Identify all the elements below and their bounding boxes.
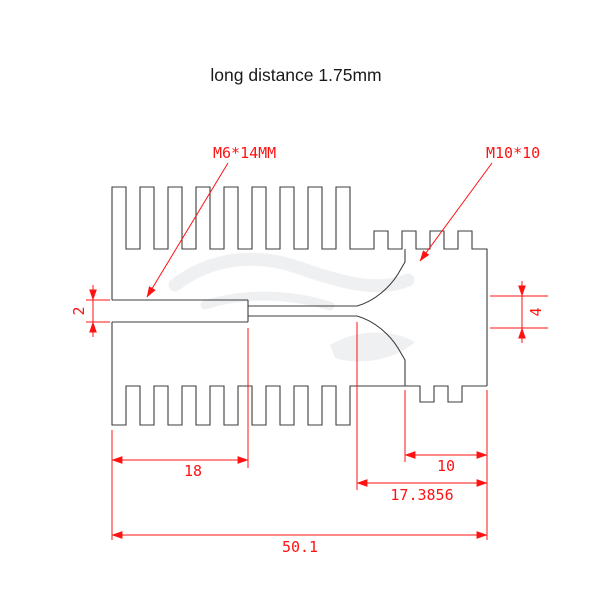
leader-m6 xyxy=(146,162,229,298)
watermark-swoosh xyxy=(200,291,335,311)
left-thread-label: M6*14MM xyxy=(213,144,276,162)
heatsink-bottom-profile xyxy=(111,322,487,426)
dim-right-bore-text: 4 xyxy=(527,307,545,316)
watermark xyxy=(168,252,415,362)
watermark-swoosh xyxy=(168,252,415,293)
leader-m10 xyxy=(419,162,493,262)
heatsink-top-profile xyxy=(111,186,488,386)
page-title: long distance 1.75mm xyxy=(210,65,381,85)
flare-bottom xyxy=(356,315,406,386)
dim-left-section-text: 18 xyxy=(184,462,202,480)
dim-transition-text: 17.3856 xyxy=(390,486,453,504)
watermark-blob xyxy=(330,332,415,362)
dim-left-bore-text: 2 xyxy=(70,306,88,315)
dim-overall-text: 50.1 xyxy=(282,538,318,556)
flare-top xyxy=(356,249,406,307)
right-thread-label: M10*10 xyxy=(486,144,540,162)
dim-right-section-text: 10 xyxy=(437,457,455,475)
